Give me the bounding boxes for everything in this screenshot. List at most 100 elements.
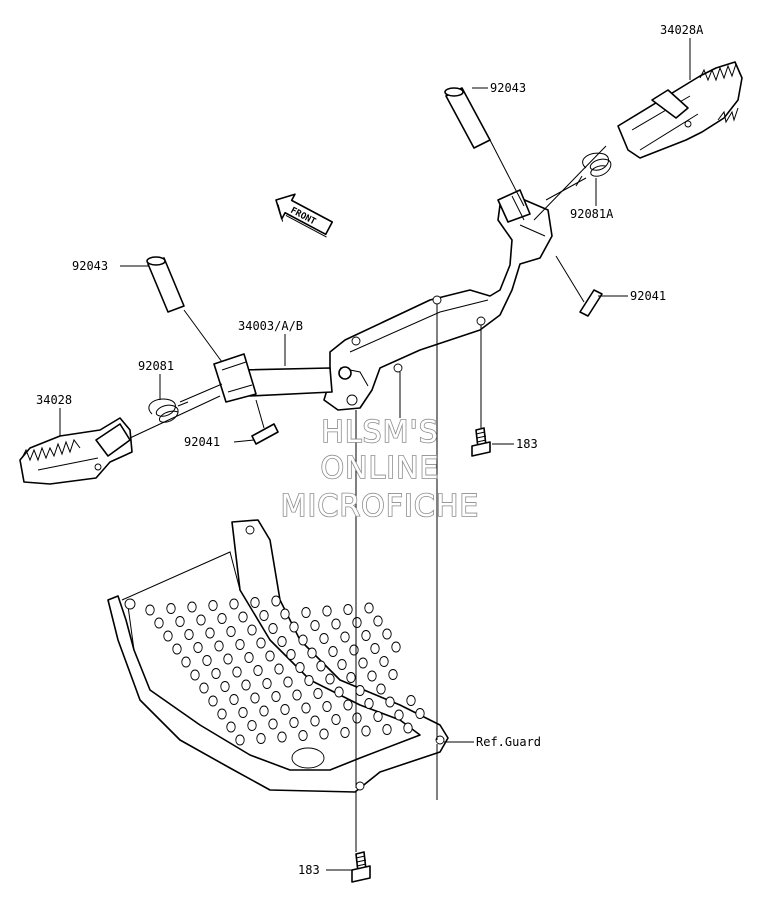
- perforation-hole: [382, 628, 392, 640]
- label-ref-guard: Ref.Guard: [476, 735, 541, 749]
- label-92081A: 92081A: [570, 207, 614, 221]
- perforation-hole: [298, 730, 308, 741]
- perforation-hole: [283, 676, 293, 688]
- perforation-hole: [385, 696, 395, 708]
- perforation-hole: [364, 698, 374, 709]
- perforation-hole: [217, 708, 227, 720]
- perforation-hole: [241, 679, 251, 691]
- watermark-line-1: HLSM'S: [321, 415, 439, 450]
- perforation-hole: [226, 626, 236, 637]
- perforation-hole: [349, 644, 359, 656]
- skid-plate: [107, 519, 449, 793]
- perforation-hole: [352, 712, 362, 724]
- perforation-hole: [190, 669, 200, 681]
- perforation-hole: [295, 662, 305, 673]
- perforation-hole: [262, 678, 272, 689]
- perforation-hole: [301, 607, 311, 618]
- label-183-mid: 183: [516, 437, 538, 451]
- perforation-hole: [274, 663, 284, 675]
- watermark-line-2: ONLINE: [320, 451, 439, 486]
- perforation-hole: [328, 646, 338, 657]
- watermark-line-3: MICROFICHE: [281, 489, 480, 524]
- bolt-183-mid: [471, 427, 491, 457]
- perforation-hole: [229, 694, 239, 705]
- perforation-hole: [253, 665, 263, 676]
- assembly-lines: [129, 139, 607, 852]
- perforation-hole: [307, 647, 317, 659]
- perforation-hole: [286, 649, 296, 660]
- perforation-hole: [205, 627, 215, 639]
- perforation-hole: [268, 623, 278, 634]
- bolt-183-bottom: [351, 851, 371, 883]
- perforation-hole: [289, 717, 299, 728]
- perforation-hole: [238, 611, 248, 623]
- perforation-hole: [265, 650, 275, 662]
- perforation-hole: [145, 604, 155, 616]
- perforation-hole: [340, 727, 350, 738]
- perforation-hole: [373, 711, 383, 722]
- perforation-hole: [172, 643, 182, 655]
- label-92041-left: 92041: [184, 435, 220, 449]
- perforation-hole: [259, 705, 269, 717]
- cotter-pin-92041-right: [579, 289, 603, 317]
- perforation-hole: [193, 642, 203, 653]
- perforation-hole: [301, 702, 311, 714]
- perforation-hole: [208, 600, 218, 611]
- perforation-hole: [322, 701, 332, 712]
- footpeg-bracket: [213, 189, 553, 411]
- perforation-hole: [280, 704, 290, 715]
- perforation-hole: [388, 669, 398, 680]
- perforation-hole: [346, 672, 356, 683]
- perforation-hole: [406, 695, 416, 706]
- perforation-hole: [361, 630, 371, 641]
- spring-92081: [148, 398, 189, 423]
- perforation-hole: [247, 720, 257, 731]
- perforation-hole: [244, 652, 254, 663]
- perforation-hole: [343, 604, 353, 615]
- spring-92081A: [575, 152, 612, 187]
- perforation-hole: [382, 724, 392, 735]
- perforation-hole: [334, 686, 344, 698]
- perforation-hole: [271, 595, 281, 607]
- perforation-hole: [331, 714, 341, 725]
- perforation-hole: [175, 616, 185, 627]
- label-92043-top: 92043: [490, 81, 526, 95]
- label-34003: 34003/A/B: [238, 319, 303, 333]
- perforation-hole: [232, 666, 242, 678]
- perforation-hole: [367, 670, 377, 682]
- perforation-hole: [187, 601, 197, 613]
- footpeg-left: [19, 417, 133, 485]
- perforation-hole: [250, 597, 260, 608]
- callout-labels: 34028A 92043 92081A 92041 92043 34003/A/…: [36, 23, 704, 877]
- perforation-hole: [199, 682, 209, 694]
- perforation-hole: [331, 618, 341, 630]
- perforation-hole: [220, 681, 230, 692]
- perforation-hole: [259, 610, 269, 621]
- perforation-hole: [280, 608, 290, 620]
- perforation-hole: [358, 657, 368, 669]
- pin-92043-left: [146, 256, 185, 313]
- perforation-hole: [403, 722, 413, 734]
- perforation-hole: [319, 633, 329, 644]
- perforation-hole: [247, 624, 257, 636]
- perforation-hole: [229, 598, 239, 610]
- perforation-hole: [289, 621, 299, 633]
- perforation-hole: [316, 660, 326, 672]
- perforation-hole: [325, 673, 335, 685]
- cotter-pin-92041-left: [251, 423, 279, 445]
- perforation-hole: [319, 728, 329, 740]
- label-34028A: 34028A: [660, 23, 704, 37]
- perforation-hole: [376, 683, 386, 695]
- perforation-hole: [304, 675, 314, 686]
- perforation-hole: [256, 637, 266, 649]
- perforation-hole: [181, 656, 191, 668]
- perforation-hole: [223, 653, 233, 665]
- front-arrow: FRONT: [275, 193, 334, 238]
- label-92041-right: 92041: [630, 289, 666, 303]
- perforation-hole: [211, 668, 221, 679]
- perforation-hole: [364, 602, 374, 614]
- perforation-hole: [310, 620, 320, 631]
- perforation-hole: [373, 615, 383, 627]
- perforation-hole: [298, 634, 308, 646]
